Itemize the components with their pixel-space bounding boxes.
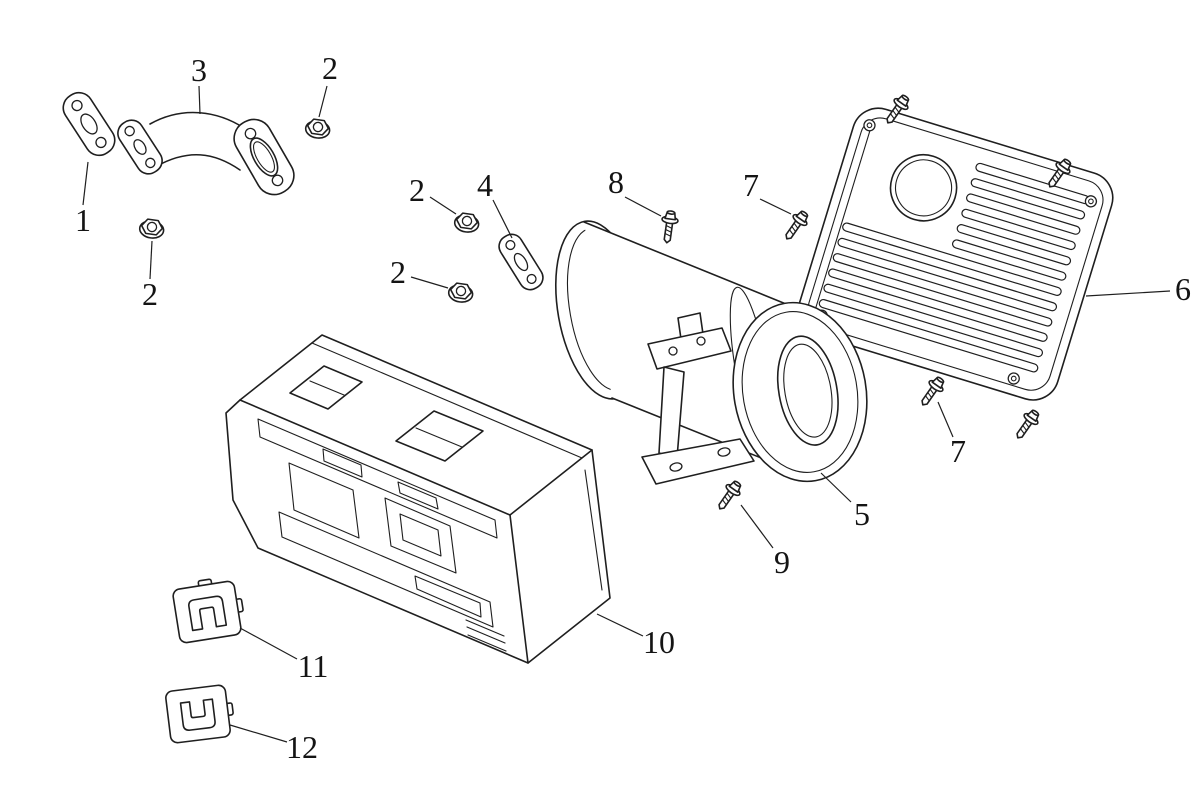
leader-line-1-0 (82, 161, 89, 206)
part-flange-nut (303, 117, 332, 141)
callout-label-2-5: 2 (390, 254, 406, 290)
cover-round-opening (889, 154, 958, 222)
leader-line-11-14 (239, 627, 298, 660)
leader-line-7-10 (937, 401, 954, 438)
callout-label-7-10: 7 (950, 433, 966, 469)
part-exhaust-pipe (117, 111, 295, 196)
callout-label-1-0: 1 (75, 202, 91, 238)
callout-label-11-14: 11 (298, 648, 329, 684)
part-bolt (712, 477, 746, 515)
callout-label-6-9: 6 (1175, 271, 1191, 307)
leader-line-7-8 (759, 198, 792, 215)
leader-line-2-5 (410, 276, 449, 289)
pipe-outlet-flange (233, 118, 295, 196)
part-muffler-cover (797, 107, 1114, 401)
pipe-inlet-flange (117, 119, 163, 175)
part-exhaust-gasket (62, 91, 116, 157)
part-bolt (915, 373, 949, 411)
part-flange-nuts (137, 117, 481, 305)
protector-top-tab (395, 410, 484, 462)
leader-line-12-15 (229, 724, 288, 743)
callout-label-10-13: 10 (643, 624, 675, 660)
leader-line-2-2 (318, 85, 328, 118)
muffler-bracket (641, 312, 755, 485)
callout-label-4-6: 4 (477, 167, 493, 203)
leader-line-3-1 (198, 85, 201, 115)
leader-line-2-3 (149, 240, 153, 280)
part-muffler-gasket (498, 233, 544, 291)
callout-label-12-15: 12 (286, 729, 318, 765)
callout-label-2-2: 2 (322, 50, 338, 86)
part-flange-nut (452, 211, 481, 235)
callout-label-7-8: 7 (743, 167, 759, 203)
leader-line-4-6 (492, 199, 513, 239)
part-bolt (779, 207, 813, 245)
leader-line-5-11 (820, 472, 852, 503)
part-deflector-plate-lower (165, 684, 234, 744)
muffler-end-cap (732, 301, 868, 483)
leader-line-10-13 (596, 613, 644, 637)
part-deflector-plate-upper (172, 578, 244, 644)
part-muffler-protector (225, 334, 611, 664)
part-bolt (1010, 406, 1044, 444)
part-muffler (554, 220, 868, 485)
leader-line-6-9 (1085, 290, 1171, 297)
part-bolt (658, 209, 680, 245)
callout-label-9-12: 9 (774, 544, 790, 580)
callout-layer: 1 3 2 2 2 2 4 8 7 6 7 5 9 10 11 12 (75, 50, 1191, 765)
leader-line-2-4 (429, 196, 457, 215)
callout-label-8-7: 8 (608, 164, 624, 200)
part-flange-nut (446, 281, 475, 305)
callout-label-2-4: 2 (409, 172, 425, 208)
leader-line-8-7 (624, 196, 662, 217)
callout-label-2-3: 2 (142, 276, 158, 312)
cover-louvers (818, 162, 1090, 373)
callout-label-3-1: 3 (191, 52, 207, 88)
leader-line-9-12 (740, 504, 774, 549)
part-flange-nut (137, 217, 166, 241)
callout-label-5-11: 5 (854, 496, 870, 532)
